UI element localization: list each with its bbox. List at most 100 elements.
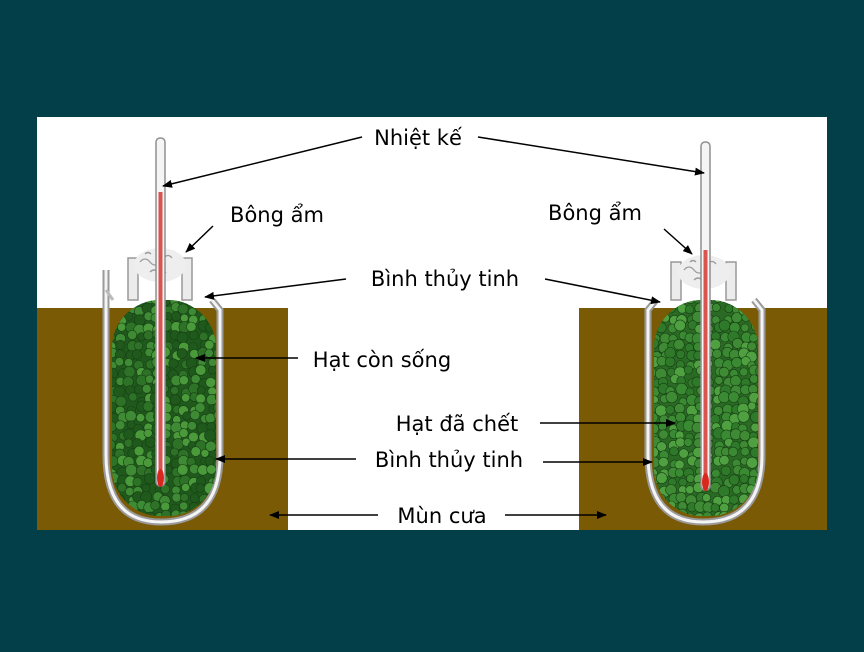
seed [204, 348, 214, 358]
seed [737, 410, 750, 423]
leader-arrows [162, 136, 705, 519]
seed [214, 446, 216, 459]
seed [718, 366, 730, 378]
seed [655, 472, 668, 484]
seed [213, 409, 216, 421]
seed [215, 422, 216, 433]
seed [729, 494, 739, 505]
seed [710, 503, 720, 513]
seed [213, 459, 216, 470]
seed [188, 330, 199, 341]
seed [729, 375, 742, 387]
seed [123, 365, 136, 378]
label-cotton-left: Bông ẩm [230, 203, 324, 227]
seed [112, 439, 116, 451]
seed [757, 374, 758, 386]
seed [195, 483, 205, 493]
seed [204, 429, 216, 442]
seed [740, 447, 750, 457]
jar-neck-left-b [181, 257, 193, 301]
seed [755, 365, 758, 378]
seed [144, 436, 156, 448]
seed [205, 377, 216, 388]
seed [654, 337, 660, 349]
label-thermometer: Nhiệt kế [374, 126, 462, 150]
seed [195, 393, 206, 404]
seed [678, 477, 688, 487]
seed [665, 391, 678, 404]
seed [685, 485, 695, 495]
seed [756, 395, 758, 408]
seed [178, 428, 189, 438]
seed [125, 487, 135, 497]
seed [214, 432, 216, 444]
seed [208, 358, 216, 367]
seed [126, 420, 136, 430]
seed [128, 392, 138, 402]
seed [711, 468, 721, 479]
seed [123, 428, 135, 440]
seed [131, 349, 143, 360]
seed [179, 493, 189, 502]
seed [117, 482, 127, 493]
seed [133, 445, 145, 457]
seed [141, 483, 151, 493]
thermometer-right [700, 141, 711, 491]
seed [187, 421, 197, 431]
seed [196, 385, 206, 395]
seed [177, 464, 189, 476]
seed [208, 365, 216, 375]
seed [168, 358, 179, 369]
seed [194, 402, 206, 414]
seed [170, 386, 179, 395]
arrow-cotton-left [185, 225, 214, 253]
seed [176, 348, 188, 359]
seed [189, 410, 201, 421]
seed [714, 376, 724, 385]
seed [115, 395, 127, 408]
seed [683, 437, 693, 447]
seed [673, 339, 685, 351]
seed [675, 491, 687, 503]
seed [215, 393, 216, 403]
seed [702, 493, 711, 503]
seed [206, 464, 216, 475]
seed [143, 428, 153, 438]
seed [719, 502, 730, 513]
seed [150, 500, 161, 511]
seed [686, 474, 695, 483]
seed [658, 456, 669, 468]
seed [747, 341, 757, 351]
jar-neck-right-a [670, 261, 682, 301]
seed [712, 348, 722, 359]
seed [654, 412, 659, 423]
seed [124, 311, 134, 321]
seed [654, 423, 660, 435]
seed [204, 339, 215, 350]
seed [720, 465, 732, 477]
label-live-seeds: Hạt còn sống [313, 348, 451, 372]
seed [171, 492, 182, 503]
seed [740, 323, 750, 333]
seed [181, 482, 190, 492]
seed [199, 331, 209, 342]
arrow-glass-jar-left-top [204, 278, 347, 300]
seed [182, 411, 192, 421]
seed [178, 375, 189, 386]
seed [171, 311, 182, 322]
seed [115, 339, 126, 350]
seed [213, 401, 216, 413]
seed [115, 420, 126, 431]
seed [127, 329, 138, 340]
seed [684, 304, 695, 315]
seed [674, 468, 685, 478]
seed [719, 455, 730, 466]
arrow-thermometer-left [162, 136, 363, 188]
arrow-thermometer-right [477, 136, 705, 176]
seed [683, 365, 693, 375]
seed [728, 391, 740, 403]
seed [702, 511, 713, 516]
seed [132, 477, 143, 487]
seed [180, 313, 189, 323]
